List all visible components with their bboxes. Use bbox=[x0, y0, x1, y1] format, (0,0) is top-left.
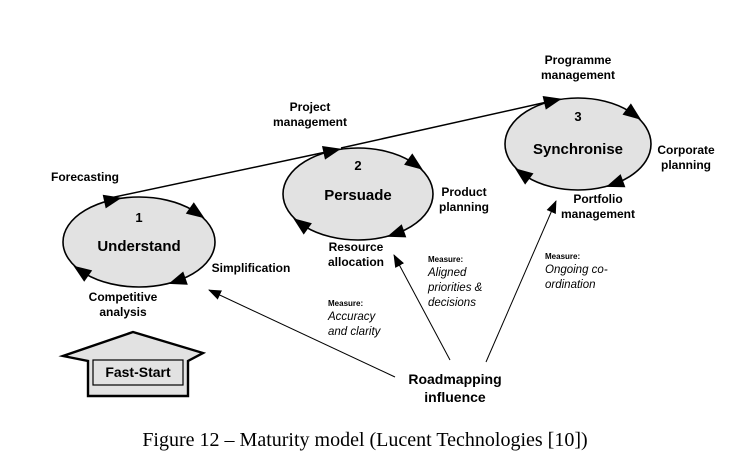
stage-3-number: 3 bbox=[574, 109, 582, 124]
stage-3-rim-arrow-bottom-left bbox=[514, 168, 534, 185]
stage-2-rim-arrow-bottom-right bbox=[387, 224, 407, 238]
stage-2-name: Persuade bbox=[324, 187, 392, 204]
measure-stage-3: Measure: Ongoing co-ordination bbox=[545, 252, 617, 293]
stage-2-rim-arrow-top-right bbox=[404, 153, 423, 170]
stage-1-activity-forecasting: Forecasting bbox=[50, 170, 119, 184]
measure-heading: Measure: bbox=[428, 255, 464, 264]
stage-1-rim-arrow-top-right bbox=[185, 202, 205, 219]
stage-2-rim-arrow-top-left bbox=[322, 146, 342, 160]
stage-3-activity-corporate-planning: Corporate planning bbox=[657, 143, 715, 173]
stage-1-ellipse bbox=[62, 196, 216, 288]
roadmapping-arrow-to-stage1 bbox=[208, 289, 396, 378]
stage-2-number: 2 bbox=[354, 158, 362, 173]
stage-2-activity-resource-allocation: Resource allocation bbox=[327, 240, 384, 270]
fast-start-label: Fast-Start bbox=[105, 363, 171, 380]
measure-stage-2: Measure: Aligned priorities & decisions bbox=[428, 255, 486, 311]
stage-1-rim-arrow-bottom-right bbox=[168, 271, 188, 285]
stage-1-rim-arrow-bottom-left bbox=[73, 265, 93, 282]
stage-1-name: Understand bbox=[97, 238, 181, 255]
stage-1-activity-simplification: Simplification bbox=[211, 261, 291, 275]
figure-caption: Figure 12 – Maturity model (Lucent Techn… bbox=[142, 429, 588, 451]
measure-text: Aligned priorities & decisions bbox=[428, 267, 483, 309]
stage-3-rim-arrow-top-right bbox=[622, 103, 642, 120]
stage-1-activity-competitive-analysis: Competitive analysis bbox=[88, 290, 158, 320]
roadmapping-arrow-to-stage3 bbox=[485, 200, 557, 363]
stage-3-activity-programme-management: Programme management bbox=[540, 53, 616, 83]
stage-2-rim-arrow-bottom-left bbox=[293, 218, 312, 235]
stage-3-rim-arrow-top-left bbox=[542, 96, 562, 110]
stage-2-ellipse bbox=[282, 147, 434, 241]
stage-1-number: 1 bbox=[135, 210, 143, 225]
roadmapping-influence-label: Roadmapping influence bbox=[408, 371, 502, 405]
roadmapping-arrow-to-stage2 bbox=[393, 254, 451, 361]
measure-stage-1: Measure: Accuracy and clarity bbox=[328, 299, 384, 340]
stage-2-activity-project-management: Project management bbox=[272, 100, 348, 130]
stage-2-activity-product-planning: Product planning bbox=[439, 185, 489, 215]
progress-arrow-stage1-to-stage2 bbox=[109, 151, 327, 199]
stage-1-rim-arrow-top-left bbox=[102, 194, 122, 209]
stage-3-rim-arrow-bottom-right bbox=[606, 174, 626, 188]
stage-3-ellipse bbox=[504, 97, 652, 191]
measure-heading: Measure: bbox=[545, 252, 581, 261]
progress-arrow-stage2-to-stage3 bbox=[340, 101, 548, 149]
stage-3-activity-portfolio-management: Portfolio management bbox=[560, 192, 636, 222]
measure-text: Ongoing co-ordination bbox=[545, 264, 608, 291]
stage-3-name: Synchronise bbox=[532, 141, 624, 158]
measure-text: Accuracy and clarity bbox=[328, 311, 381, 338]
fast-start-label-box bbox=[92, 359, 184, 386]
measure-heading: Measure: bbox=[328, 299, 364, 308]
